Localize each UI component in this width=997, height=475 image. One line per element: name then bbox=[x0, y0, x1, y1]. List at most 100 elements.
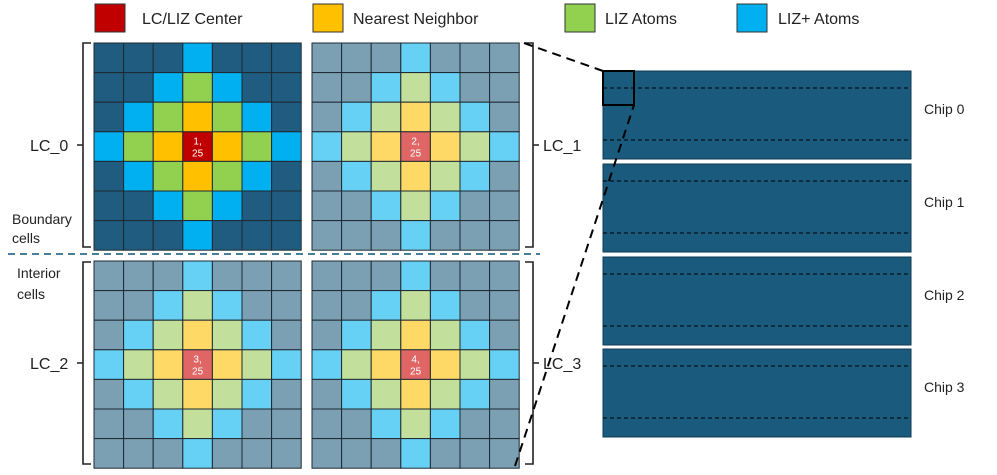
legend-swatch-lc-center bbox=[94, 3, 126, 33]
grid-cell-outer bbox=[93, 378, 125, 410]
grid-cell-liz bbox=[400, 290, 431, 321]
grid-cell-liz-plus bbox=[211, 190, 243, 222]
grid-cell-outer bbox=[489, 378, 520, 410]
grid-cell-liz-plus bbox=[93, 131, 125, 162]
grid-cell-liz-plus bbox=[400, 42, 431, 74]
grid-cell-liz-plus bbox=[182, 438, 213, 469]
grid-cell-outer bbox=[489, 72, 520, 103]
grid-cell-outer bbox=[311, 438, 343, 469]
grid-cell-liz-plus bbox=[341, 378, 372, 410]
bracket-lc-1 bbox=[525, 42, 539, 248]
grid-cell-outer bbox=[93, 42, 125, 74]
grid-cell-outer bbox=[93, 220, 125, 251]
grid-cell-outer bbox=[311, 290, 343, 321]
grid-cell-outer bbox=[271, 260, 302, 292]
grid-cell-outer bbox=[429, 260, 461, 292]
grid-cell-outer bbox=[489, 290, 520, 321]
grid-cell-outer bbox=[429, 42, 461, 74]
grid-cell-outer bbox=[271, 438, 302, 469]
grid-cell-liz-plus bbox=[211, 72, 243, 103]
legend-label-lc-center: LC/LIZ Center bbox=[142, 11, 243, 28]
grid-cell-liz-plus bbox=[271, 131, 302, 162]
grid-cell-outer bbox=[93, 438, 125, 469]
grid-cell-nearest bbox=[400, 160, 431, 192]
grid-cell-liz-plus bbox=[182, 42, 213, 74]
grid-cell-nearest bbox=[400, 319, 431, 351]
grid-cell-nearest bbox=[182, 378, 213, 410]
chip-label: Chip 2 bbox=[924, 287, 965, 303]
grid-cell-liz-plus bbox=[152, 408, 184, 440]
grid-cell-outer bbox=[459, 408, 491, 440]
legend-label-nearest-neighbor: Nearest Neighbor bbox=[353, 11, 479, 28]
grid-cell-liz bbox=[211, 319, 243, 351]
grid-cell-outer bbox=[459, 260, 491, 292]
grid-cell-liz-plus bbox=[211, 408, 243, 440]
grid-cell-outer bbox=[459, 290, 491, 321]
grid-cell-liz-plus bbox=[370, 72, 402, 103]
grid-cell-liz bbox=[182, 190, 213, 222]
lc-label-0: LC_0 bbox=[30, 138, 68, 155]
grid-cell-outer bbox=[341, 408, 372, 440]
grid-cell-liz bbox=[123, 349, 154, 380]
zoom-source-box bbox=[602, 70, 635, 106]
grid-cell-nearest bbox=[182, 319, 213, 351]
grid-cell-nearest bbox=[429, 349, 461, 380]
grid-cell-outer bbox=[93, 290, 125, 321]
grid-cell-outer bbox=[489, 101, 520, 133]
grid-cell-nearest bbox=[211, 131, 243, 162]
interior-cells-label-line2: cells bbox=[17, 286, 45, 302]
grid-cell-liz bbox=[123, 131, 154, 162]
grid-cell-outer bbox=[370, 260, 402, 292]
center-cell-label-line1: 2, bbox=[411, 137, 419, 148]
grid-cell-liz bbox=[211, 160, 243, 192]
grid-cell-liz bbox=[370, 319, 402, 351]
grid-cell-liz bbox=[429, 319, 461, 351]
grid-cell-liz-plus bbox=[93, 349, 125, 380]
grid-cell-outer bbox=[271, 101, 302, 133]
zoom-line-bottom bbox=[514, 104, 635, 467]
grid-cell-liz bbox=[370, 378, 402, 410]
grid-cell-liz bbox=[370, 160, 402, 192]
grid-cell-outer bbox=[241, 42, 273, 74]
lc-grid-1: 2,25 bbox=[311, 42, 520, 251]
grid-cell-liz-plus bbox=[400, 438, 431, 469]
grid-cell-outer bbox=[341, 220, 372, 251]
grid-cell-liz bbox=[341, 349, 372, 380]
grid-cell-nearest bbox=[152, 131, 184, 162]
chip-label: Chip 1 bbox=[924, 194, 965, 210]
grid-cell-liz bbox=[429, 160, 461, 192]
bracket-lc-2 bbox=[77, 261, 91, 465]
grid-cell-outer bbox=[152, 42, 184, 74]
grid-cell-outer bbox=[93, 190, 125, 222]
grid-cell-liz bbox=[400, 408, 431, 440]
chip-block bbox=[602, 348, 912, 438]
grid-cell-liz-plus bbox=[489, 349, 520, 380]
grid-cell-liz-plus bbox=[182, 220, 213, 251]
chip-block bbox=[602, 256, 912, 346]
grid-cell-liz-plus bbox=[123, 160, 154, 192]
grid-cell-liz bbox=[211, 101, 243, 133]
center-cell-label-line2: 25 bbox=[192, 367, 204, 378]
grid-cell-liz bbox=[152, 378, 184, 410]
grid-cell-liz bbox=[211, 378, 243, 410]
grid-cell-outer bbox=[311, 319, 343, 351]
grid-cell-liz-plus bbox=[459, 101, 491, 133]
boundary-cells-label-line1: Boundary bbox=[12, 211, 72, 227]
grid-cell-outer bbox=[459, 220, 491, 251]
grid-cell-outer bbox=[341, 190, 372, 222]
grid-cell-outer bbox=[211, 260, 243, 292]
bracket-lc-0 bbox=[77, 42, 91, 248]
grid-cell-outer bbox=[271, 160, 302, 192]
grid-cell-outer bbox=[459, 72, 491, 103]
grid-cell-outer bbox=[311, 378, 343, 410]
grid-cell-outer bbox=[271, 190, 302, 222]
grid-cell-liz-plus bbox=[429, 290, 461, 321]
grid-cell-liz bbox=[182, 408, 213, 440]
grid-cell-outer bbox=[123, 260, 154, 292]
grid-cell-outer bbox=[341, 290, 372, 321]
grid-cell-outer bbox=[489, 319, 520, 351]
grid-cell-liz bbox=[400, 190, 431, 222]
grid-cell-outer bbox=[123, 438, 154, 469]
grid-cell-outer bbox=[241, 290, 273, 321]
